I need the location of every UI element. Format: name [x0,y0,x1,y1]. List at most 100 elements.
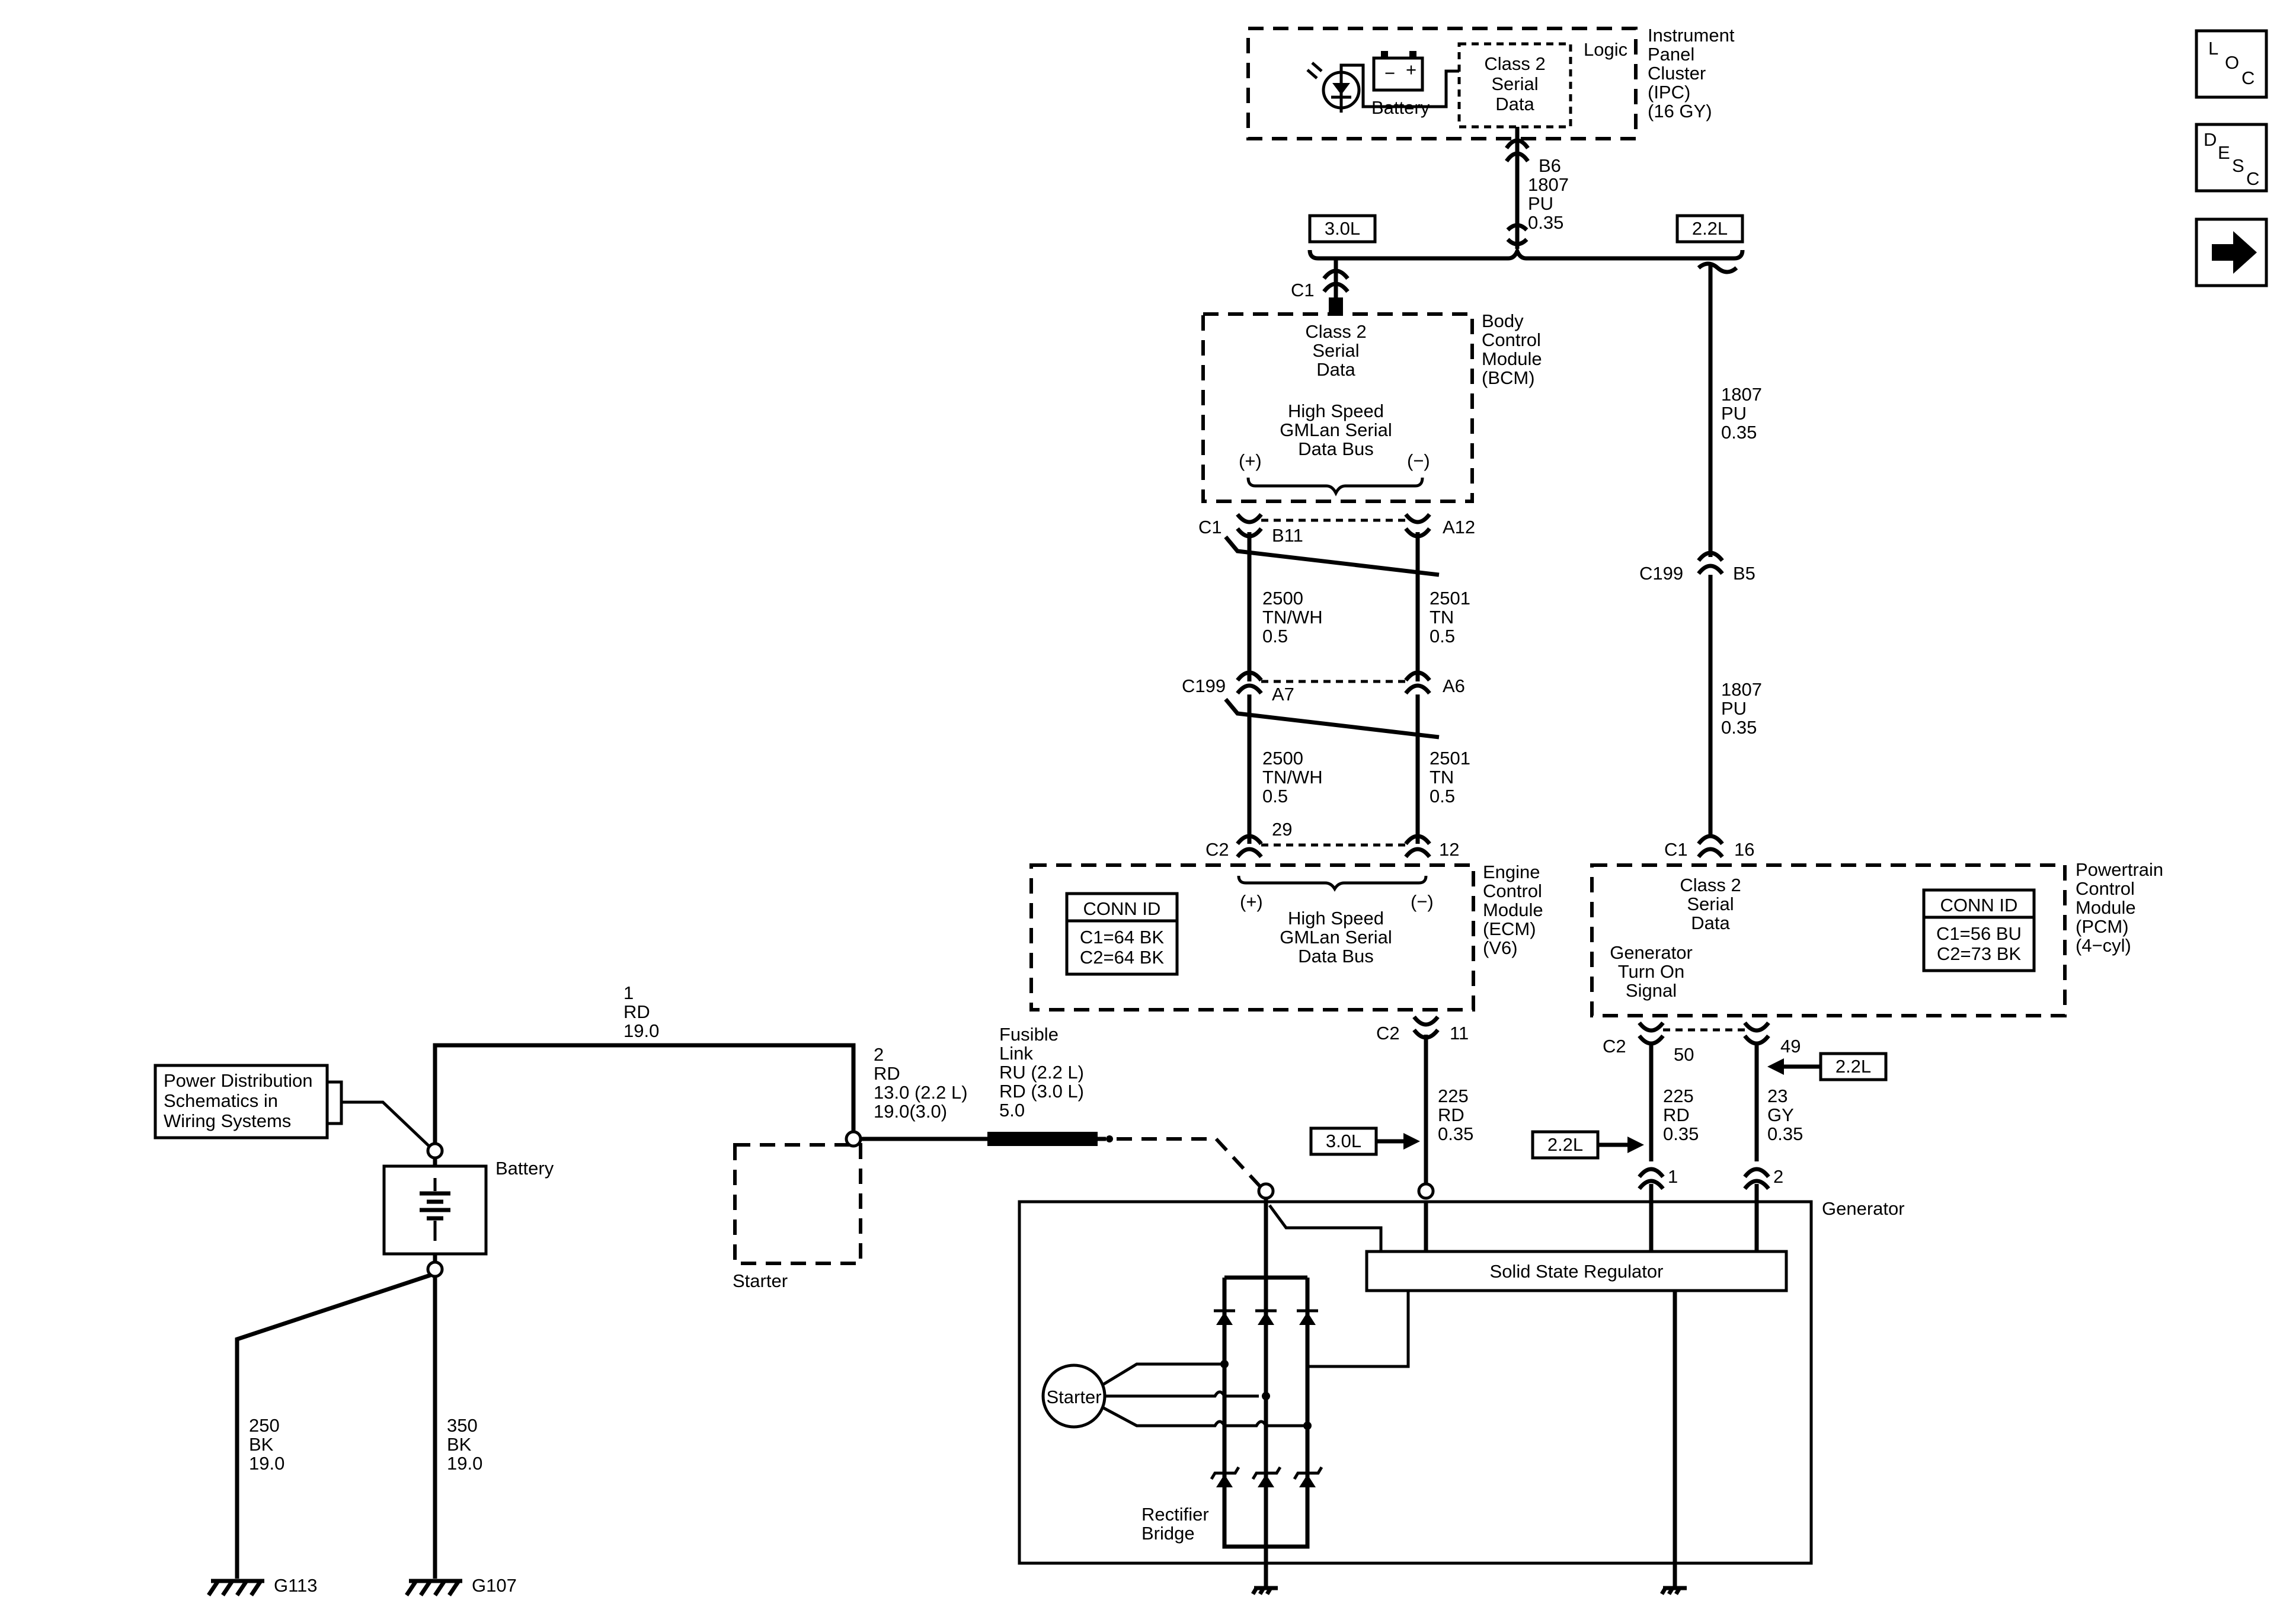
svg-text:1807: 1807 [1528,174,1569,195]
c199-gmlan-connector: C199 A7 A6 [1182,670,1465,705]
power-distribution-ref[interactable]: Power Distribution Schematics in Wiring … [154,1064,433,1150]
wire-225-ecm-generator: 225 RD 0.35 3.0L [1309,1035,1473,1200]
svg-text:0.35: 0.35 [1438,1124,1473,1144]
svg-text:−: − [1384,63,1395,84]
svg-text:2501: 2501 [1430,748,1470,769]
svg-text:C1=56 BU: C1=56 BU [1936,923,2022,944]
svg-text:Class 2: Class 2 [1680,875,1741,895]
svg-text:D: D [2204,129,2217,150]
generator: Generator Solid State Regulator [1018,1182,1905,1595]
svg-text:19.0(3.0): 19.0(3.0) [874,1101,947,1122]
svg-text:Engine: Engine [1483,862,1540,882]
svg-text:TN/WH: TN/WH [1262,767,1323,788]
fusible-link: Fusible Link RU (2.2 L) RD (3.0 L) 5.0 [987,1024,1262,1188]
diode-icon [1297,1309,1318,1325]
wire-2-rd: 2 RD 13.0 (2.2 L) 19.0(3.0) [861,1044,987,1141]
svg-text:2501: 2501 [1430,588,1470,609]
svg-text:(V6): (V6) [1483,937,1518,958]
svg-text:250: 250 [249,1415,280,1436]
wire-225-pcm-generator: 225 RD 0.35 2.2L 1 [1531,1043,1699,1256]
svg-text:Rectifier: Rectifier [1141,1504,1209,1525]
svg-text:Solid State Regulator: Solid State Regulator [1490,1261,1664,1282]
svg-text:O: O [2225,52,2239,73]
svg-text:225: 225 [1438,1086,1469,1106]
svg-text:1807: 1807 [1721,384,1762,405]
zener-diode-icon [1210,1466,1240,1487]
ground-icon [1659,1586,1687,1595]
ground-icon [405,1579,462,1596]
svg-text:RD: RD [1663,1105,1690,1125]
svg-text:CONN ID: CONN ID [1940,895,2018,916]
svg-text:Turn On: Turn On [1618,961,1685,982]
svg-text:2.2L: 2.2L [1547,1134,1583,1155]
svg-text:BK: BK [447,1434,472,1455]
svg-text:+: + [1406,59,1416,80]
svg-text:C199: C199 [1639,563,1683,584]
svg-text:RU (2.2 L): RU (2.2 L) [999,1062,1084,1083]
ipc-module: Instrument Panel Cluster (IPC) (16 GY) L… [1246,25,1735,140]
svg-text:BK: BK [249,1434,274,1455]
svg-text:Data: Data [1495,94,1534,114]
svg-text:GMLan Serial: GMLan Serial [1280,927,1392,948]
svg-text:High Speed: High Speed [1288,401,1384,421]
svg-text:C199: C199 [1182,676,1226,696]
svg-text:PU: PU [1721,403,1747,424]
loc-button[interactable]: L O C [2195,29,2268,99]
svg-text:16: 16 [1734,839,1754,860]
svg-text:C: C [2246,168,2259,189]
svg-text:2.2L: 2.2L [1835,1056,1871,1077]
svg-text:49: 49 [1780,1036,1801,1057]
svg-text:Cluster: Cluster [1648,63,1706,84]
svg-text:2500: 2500 [1262,588,1303,609]
svg-text:Control: Control [2076,878,2135,899]
svg-text:12: 12 [1439,839,1459,860]
ground-g113: 250 BK 19.0 G113 [207,1273,431,1596]
svg-text:TN: TN [1430,607,1454,628]
svg-text:19.0: 19.0 [249,1453,284,1474]
gmlan-twisted-pair-lower: 2500 TN/WH 0.5 2501 TN 0.5 [1224,694,1470,844]
zener-diode-icon [1293,1466,1323,1487]
svg-text:GMLan Serial: GMLan Serial [1280,420,1392,440]
svg-text:PU: PU [1721,698,1747,719]
svg-text:C2=64 BK: C2=64 BK [1080,947,1165,968]
svg-text:C2: C2 [1376,1023,1400,1044]
battery: Battery [382,1142,554,1278]
svg-text:Power Distribution: Power Distribution [164,1070,313,1091]
bcm-module: C1 Body Control Module (BCM) Class 2 Ser… [1201,258,1542,503]
svg-text:Class 2: Class 2 [1305,321,1366,342]
svg-text:A6: A6 [1443,676,1465,696]
svg-text:GY: GY [1767,1105,1794,1125]
svg-text:0.5: 0.5 [1430,786,1455,806]
svg-text:B11: B11 [1272,525,1303,546]
svg-text:TN: TN [1430,767,1454,788]
battery-symbol-icon [420,1178,450,1241]
desc-button[interactable]: D E S C [2195,123,2268,193]
pcm-wire-1807: 1807 PU 0.35 C199 B5 1807 PU 0.35 [1639,261,1762,837]
svg-text:High Speed: High Speed [1288,908,1384,929]
pcm-module: C1 16 Class 2 Serial Data Generator Turn… [1590,834,2163,1065]
svg-text:13.0 (2.2 L): 13.0 (2.2 L) [874,1082,968,1103]
svg-text:Serial: Serial [1491,73,1538,94]
svg-text:B6: B6 [1539,155,1561,176]
next-button[interactable] [2195,217,2268,287]
svg-text:Link: Link [999,1043,1033,1064]
svg-text:(PCM): (PCM) [2076,916,2129,937]
svg-text:C1=64 BK: C1=64 BK [1080,927,1165,948]
svg-text:(−): (−) [1407,450,1430,471]
svg-text:A7: A7 [1272,684,1294,705]
svg-text:CONN ID: CONN ID [1083,898,1161,919]
svg-text:0.35: 0.35 [1663,1124,1699,1144]
svg-text:S: S [2232,155,2244,176]
svg-text:11: 11 [1450,1023,1469,1044]
wire-23-pcm-generator: 23 GY 0.35 2.2L 2 [1743,1043,1888,1256]
ground-icon [207,1579,264,1596]
svg-text:C1: C1 [1291,280,1315,300]
svg-text:C2=73 BK: C2=73 BK [1937,943,2022,964]
svg-text:G113: G113 [274,1575,318,1596]
arrow-right-icon [2212,231,2257,274]
bcm-c1-connector: C1 B11 A12 [1198,513,1475,546]
svg-text:0.35: 0.35 [1767,1124,1803,1144]
svg-text:1: 1 [1668,1166,1678,1187]
svg-text:0.35: 0.35 [1721,717,1757,738]
svg-text:Battery: Battery [495,1158,554,1179]
